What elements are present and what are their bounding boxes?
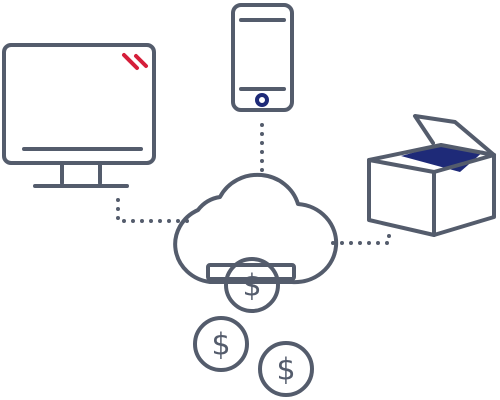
coin-slot [206, 263, 296, 281]
coin-icon: $ [224, 257, 280, 313]
screen-glare-mark [122, 53, 139, 70]
coin-rim [258, 341, 314, 397]
box-front [432, 153, 496, 237]
coin-icon: $ [258, 341, 314, 397]
dollar-sign: $ [276, 353, 295, 388]
coin-icon: $ [193, 316, 249, 372]
coin-rim [224, 257, 280, 313]
monitor-screen [2, 43, 156, 165]
cloud-icon [173, 172, 339, 285]
cloud-outline [173, 172, 339, 285]
coin-rim [193, 316, 249, 372]
screen-glare-mark [134, 54, 148, 68]
dollar-sign: $ [242, 269, 261, 304]
smartphone-icon [231, 3, 294, 112]
desktop-monitor-icon [2, 43, 156, 188]
box-side [367, 158, 436, 237]
connectors [116, 123, 391, 245]
phone-home-button [255, 93, 269, 107]
open-box-icon [367, 114, 496, 237]
dollar-sign: $ [211, 328, 230, 363]
coins: $ $ $ [193, 257, 314, 397]
cloud-box-connector [331, 232, 391, 245]
box-lid-flap [413, 114, 496, 157]
phone-body [231, 3, 294, 112]
monitor-cloud-connector [116, 198, 194, 223]
